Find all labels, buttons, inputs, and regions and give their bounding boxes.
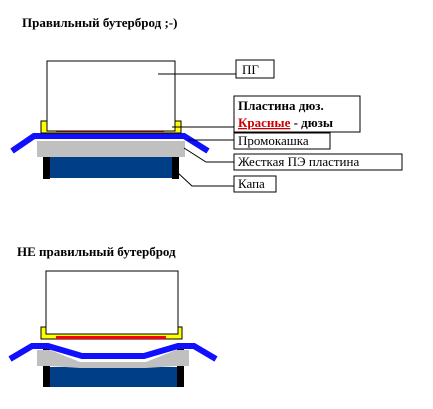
correct-sandwich-diagram: Правильный бутерброд ;-) ПГ Пластина дюз… [10,15,403,193]
print-head-box [46,60,176,132]
wrong-cap-left-wall [43,349,50,387]
label-nozzles-line: Красные - дюзы [238,115,333,130]
label-nozzles-red-word: Красные [238,115,291,130]
label-blotter: Промокашка [233,132,331,150]
correct-sandwich-title: Правильный бутерброд ;-) [22,15,177,30]
label-pg: ПГ [235,59,275,79]
label-rigid-pe-plate-text: Жесткая ПЭ пластина [238,154,359,169]
wrong-sandwich-title: НЕ правильный бутерброд [17,244,176,259]
label-blotter-text: Промокашка [238,133,309,148]
label-nozzle-plate-text: Пластина дюз. [238,98,324,113]
wrong-nozzles-red [56,336,166,339]
label-cap-text: Капа [238,176,265,191]
label-nozzle-plate: Пластина дюз. Красные - дюзы [233,95,361,133]
wrong-cap-body [48,367,178,387]
leader-cap [176,171,234,187]
wrong-cap-right-wall [177,349,184,387]
label-rigid-pe-plate: Жесткая ПЭ пластина [233,153,403,171]
wrong-print-head-box [45,270,179,335]
wrong-rigid-pe-plate [37,350,189,368]
label-pg-text: ПГ [242,62,259,77]
blotter-layer [10,133,210,154]
cap-left-wall [43,146,50,179]
label-cap: Капа [233,175,277,193]
rigid-pe-plate [37,141,185,157]
wrong-blotter-layer [8,343,218,362]
wrong-sandwich-diagram: НЕ правильный бутерброд [8,244,218,387]
leader-pe-plate [183,147,234,163]
label-nozzles-rest: - дюзы [290,115,333,130]
cap-right-wall [172,146,179,179]
